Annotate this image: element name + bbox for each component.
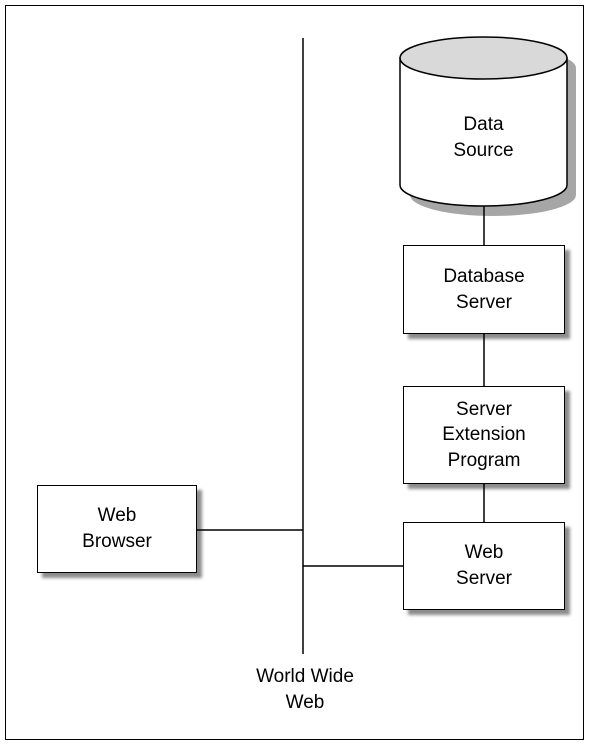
database-server-box: Database Server <box>403 245 565 334</box>
web-browser-line1: Web <box>97 505 137 527</box>
web-server-line2: Server <box>456 568 512 589</box>
world-wide-web-line2: Web <box>285 691 325 713</box>
world-wide-web-line1: World Wide <box>256 666 354 687</box>
database-server-line2: Server <box>456 291 512 313</box>
server-extension-program-box: Server Extension Program <box>403 386 565 484</box>
web-server-line1: Web <box>464 542 504 564</box>
data-source-line1: Data <box>463 114 504 135</box>
diagram-frame <box>5 5 584 740</box>
web-browser-line2: Browser <box>82 531 152 552</box>
data-source-label: Data Source <box>400 112 567 163</box>
web-server-box: Web Server <box>403 522 565 610</box>
data-source-top <box>399 36 568 80</box>
database-server-line1: Database <box>443 265 525 287</box>
data-source-line2: Source <box>453 139 514 161</box>
extension-line1: Server <box>456 398 512 420</box>
web-browser-box: Web Browser <box>37 485 197 573</box>
extension-line3: Program <box>447 449 521 471</box>
data-source-cylinder <box>399 36 576 216</box>
extension-line2: Extension <box>442 424 526 446</box>
world-wide-web-label: World Wide Web <box>225 664 385 715</box>
